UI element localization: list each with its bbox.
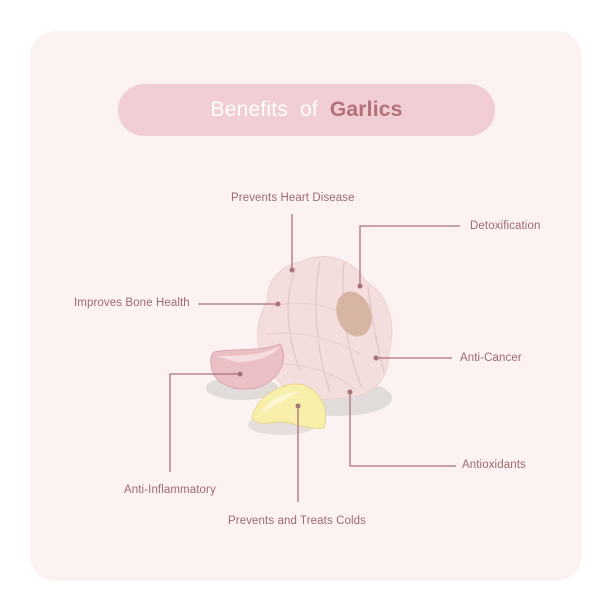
dot-heart bbox=[289, 267, 295, 273]
dot-bone bbox=[275, 301, 281, 307]
dot-detox bbox=[357, 283, 363, 289]
label-inflammatory: Anti-Inflammatory bbox=[124, 484, 216, 496]
label-cancer: Anti-Cancer bbox=[460, 352, 522, 364]
label-detox: Detoxification bbox=[470, 220, 541, 232]
connector-detox bbox=[359, 225, 460, 286]
dot-colds bbox=[295, 403, 301, 409]
bulb-root-spot bbox=[336, 291, 372, 337]
label-bone: Improves Bone Health bbox=[74, 297, 190, 309]
label-heart: Prevents Heart Disease bbox=[231, 192, 355, 204]
dot-antioxidants bbox=[347, 389, 353, 395]
label-antioxidants: Antioxidants bbox=[462, 459, 526, 471]
connector-antioxidants bbox=[349, 392, 456, 467]
title-word-of: of bbox=[299, 98, 318, 121]
pink-clove-icon bbox=[210, 343, 285, 390]
connector-inflammatory bbox=[169, 373, 240, 472]
dot-inflammatory bbox=[237, 371, 243, 377]
yellow-clove-icon bbox=[251, 383, 326, 429]
title-word-benefits: Benefits bbox=[210, 98, 288, 121]
label-colds: Prevents and Treats Colds bbox=[228, 515, 367, 527]
garlic-bulb-icon bbox=[257, 255, 393, 400]
title-banner: Benefits of Garlics bbox=[118, 84, 495, 136]
dot-cancer bbox=[373, 355, 379, 361]
title-word-garlics: Garlics bbox=[329, 98, 403, 121]
